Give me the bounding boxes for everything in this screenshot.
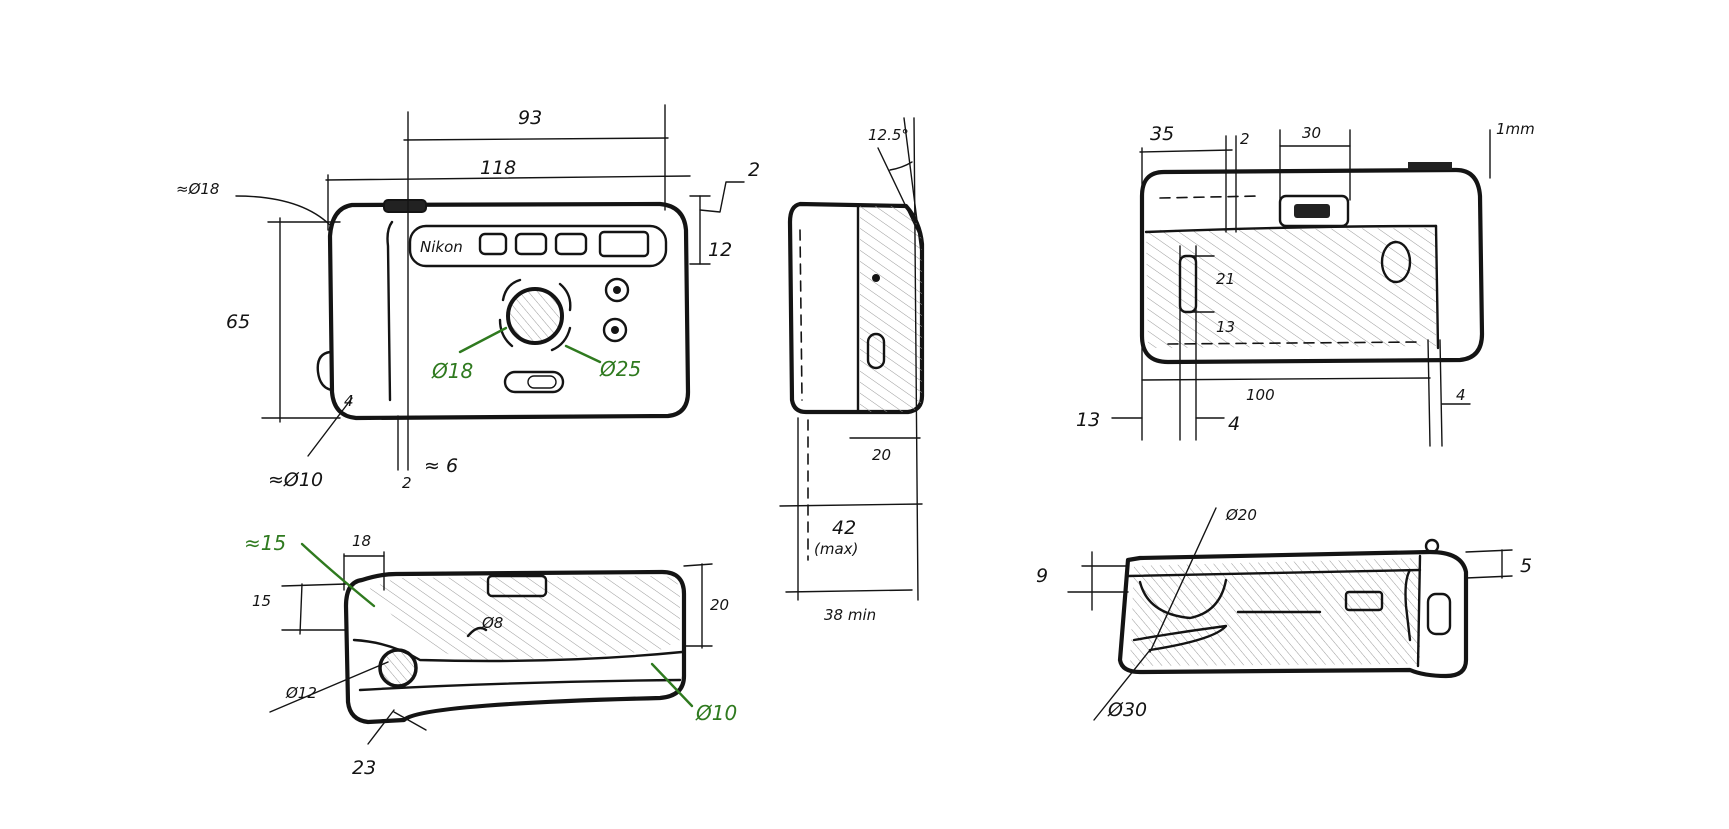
front-window-2: [514, 232, 548, 256]
side-view: 12.5° 20 42 (max) 38 min: [779, 117, 925, 624]
top-dim-18: 18: [352, 532, 371, 550]
front-dim-grip-small: 2: [402, 474, 412, 492]
front-dim-grip-radius: 4: [344, 392, 354, 410]
front-brand-label: Nikon: [420, 238, 463, 256]
side-button: [866, 332, 886, 370]
front-dim-118: 118: [480, 157, 516, 179]
back-dim-thickness: 1mm: [1496, 120, 1535, 138]
side-dim-max: 42: [832, 517, 856, 539]
front-dim-grip: ≈ 6: [424, 455, 458, 477]
front-window-1: [478, 232, 508, 256]
back-dim-4-left: 4: [1228, 413, 1240, 435]
front-window-3: [554, 232, 588, 256]
top-dim-20: 20: [710, 596, 729, 614]
back-dim-13-inner: 13: [1216, 318, 1235, 336]
front-strap-lug: [316, 350, 334, 392]
back-dim-4-right: 4: [1456, 386, 1466, 404]
side-dim-20: 20: [872, 446, 891, 464]
top-dim-length: 23: [352, 757, 376, 779]
front-lens: [506, 287, 564, 345]
front-lens-ring: [498, 278, 572, 352]
back-shading: [1146, 228, 1436, 348]
top-dim-knob: Ø8: [481, 614, 503, 632]
side-shading: [860, 206, 922, 412]
side-dim-angle: 12.5°: [868, 126, 909, 144]
back-dim-13: 13: [1076, 409, 1100, 431]
front-dim-lens-ring: Ø25: [599, 357, 641, 381]
top-view: ≈15 18 15 20 Ø8 Ø12 Ø10 23: [244, 531, 737, 779]
front-slider: [503, 370, 565, 394]
top-dim-button: Ø12: [285, 684, 317, 702]
back-dial: [1380, 240, 1412, 284]
front-dim-lens: Ø18: [431, 359, 473, 383]
back-dim-30: 30: [1302, 124, 1321, 142]
back-dim-35: 35: [1150, 123, 1174, 145]
top-shutter-button: [378, 648, 418, 688]
side-dim-max-note: (max): [814, 540, 858, 558]
front-sensor-2: [602, 317, 628, 343]
top-dim-corner: Ø10: [695, 701, 737, 725]
bottom-body-outline: [1117, 549, 1469, 679]
front-dim-65: 65: [226, 311, 250, 333]
side-dim-min: 38 min: [824, 606, 876, 624]
top-body-outline: [343, 569, 687, 725]
bottom-arc: [1138, 578, 1228, 620]
top-shading: [366, 576, 680, 660]
front-window-4: [598, 230, 650, 258]
front-dim-93: 93: [518, 107, 542, 129]
front-dim-bottom-corner: ≈Ø10: [268, 469, 323, 491]
front-dim-12: 12: [708, 239, 732, 261]
back-dim-100: 100: [1246, 386, 1275, 404]
bottom-latch: [1344, 590, 1384, 612]
front-grip-seam: [386, 220, 394, 402]
back-dim-2: 2: [1240, 130, 1250, 148]
bottom-dim-arc: Ø20: [1225, 506, 1257, 524]
top-dim-grip-width: ≈15: [244, 531, 286, 555]
top-dim-15: 15: [252, 592, 271, 610]
bottom-dim-9: 9: [1036, 565, 1048, 587]
front-top-strip: [408, 224, 668, 268]
bottom-dim-corner: Ø30: [1107, 699, 1147, 721]
back-body-outline: [1139, 167, 1485, 365]
back-top-plate: [1408, 162, 1452, 170]
front-dim-corner: ≈Ø18: [176, 180, 219, 198]
bottom-door: [1426, 592, 1452, 636]
top-window: [486, 574, 548, 598]
bottom-dim-5: 5: [1520, 555, 1532, 577]
bottom-view: Ø20 9 5 Ø30: [1036, 506, 1532, 721]
front-body-outline: [327, 201, 691, 421]
front-shutter-button: [383, 199, 427, 213]
front-sensor-1: [604, 277, 630, 303]
front-dim-edge: 2: [748, 159, 760, 181]
back-view: 35 2 30 1mm 21 13 100 13 4 4: [1076, 120, 1535, 447]
back-dim-21: 21: [1216, 270, 1235, 288]
back-viewfinder: [1278, 194, 1350, 228]
front-view: Nikon 93 118: [176, 104, 760, 492]
